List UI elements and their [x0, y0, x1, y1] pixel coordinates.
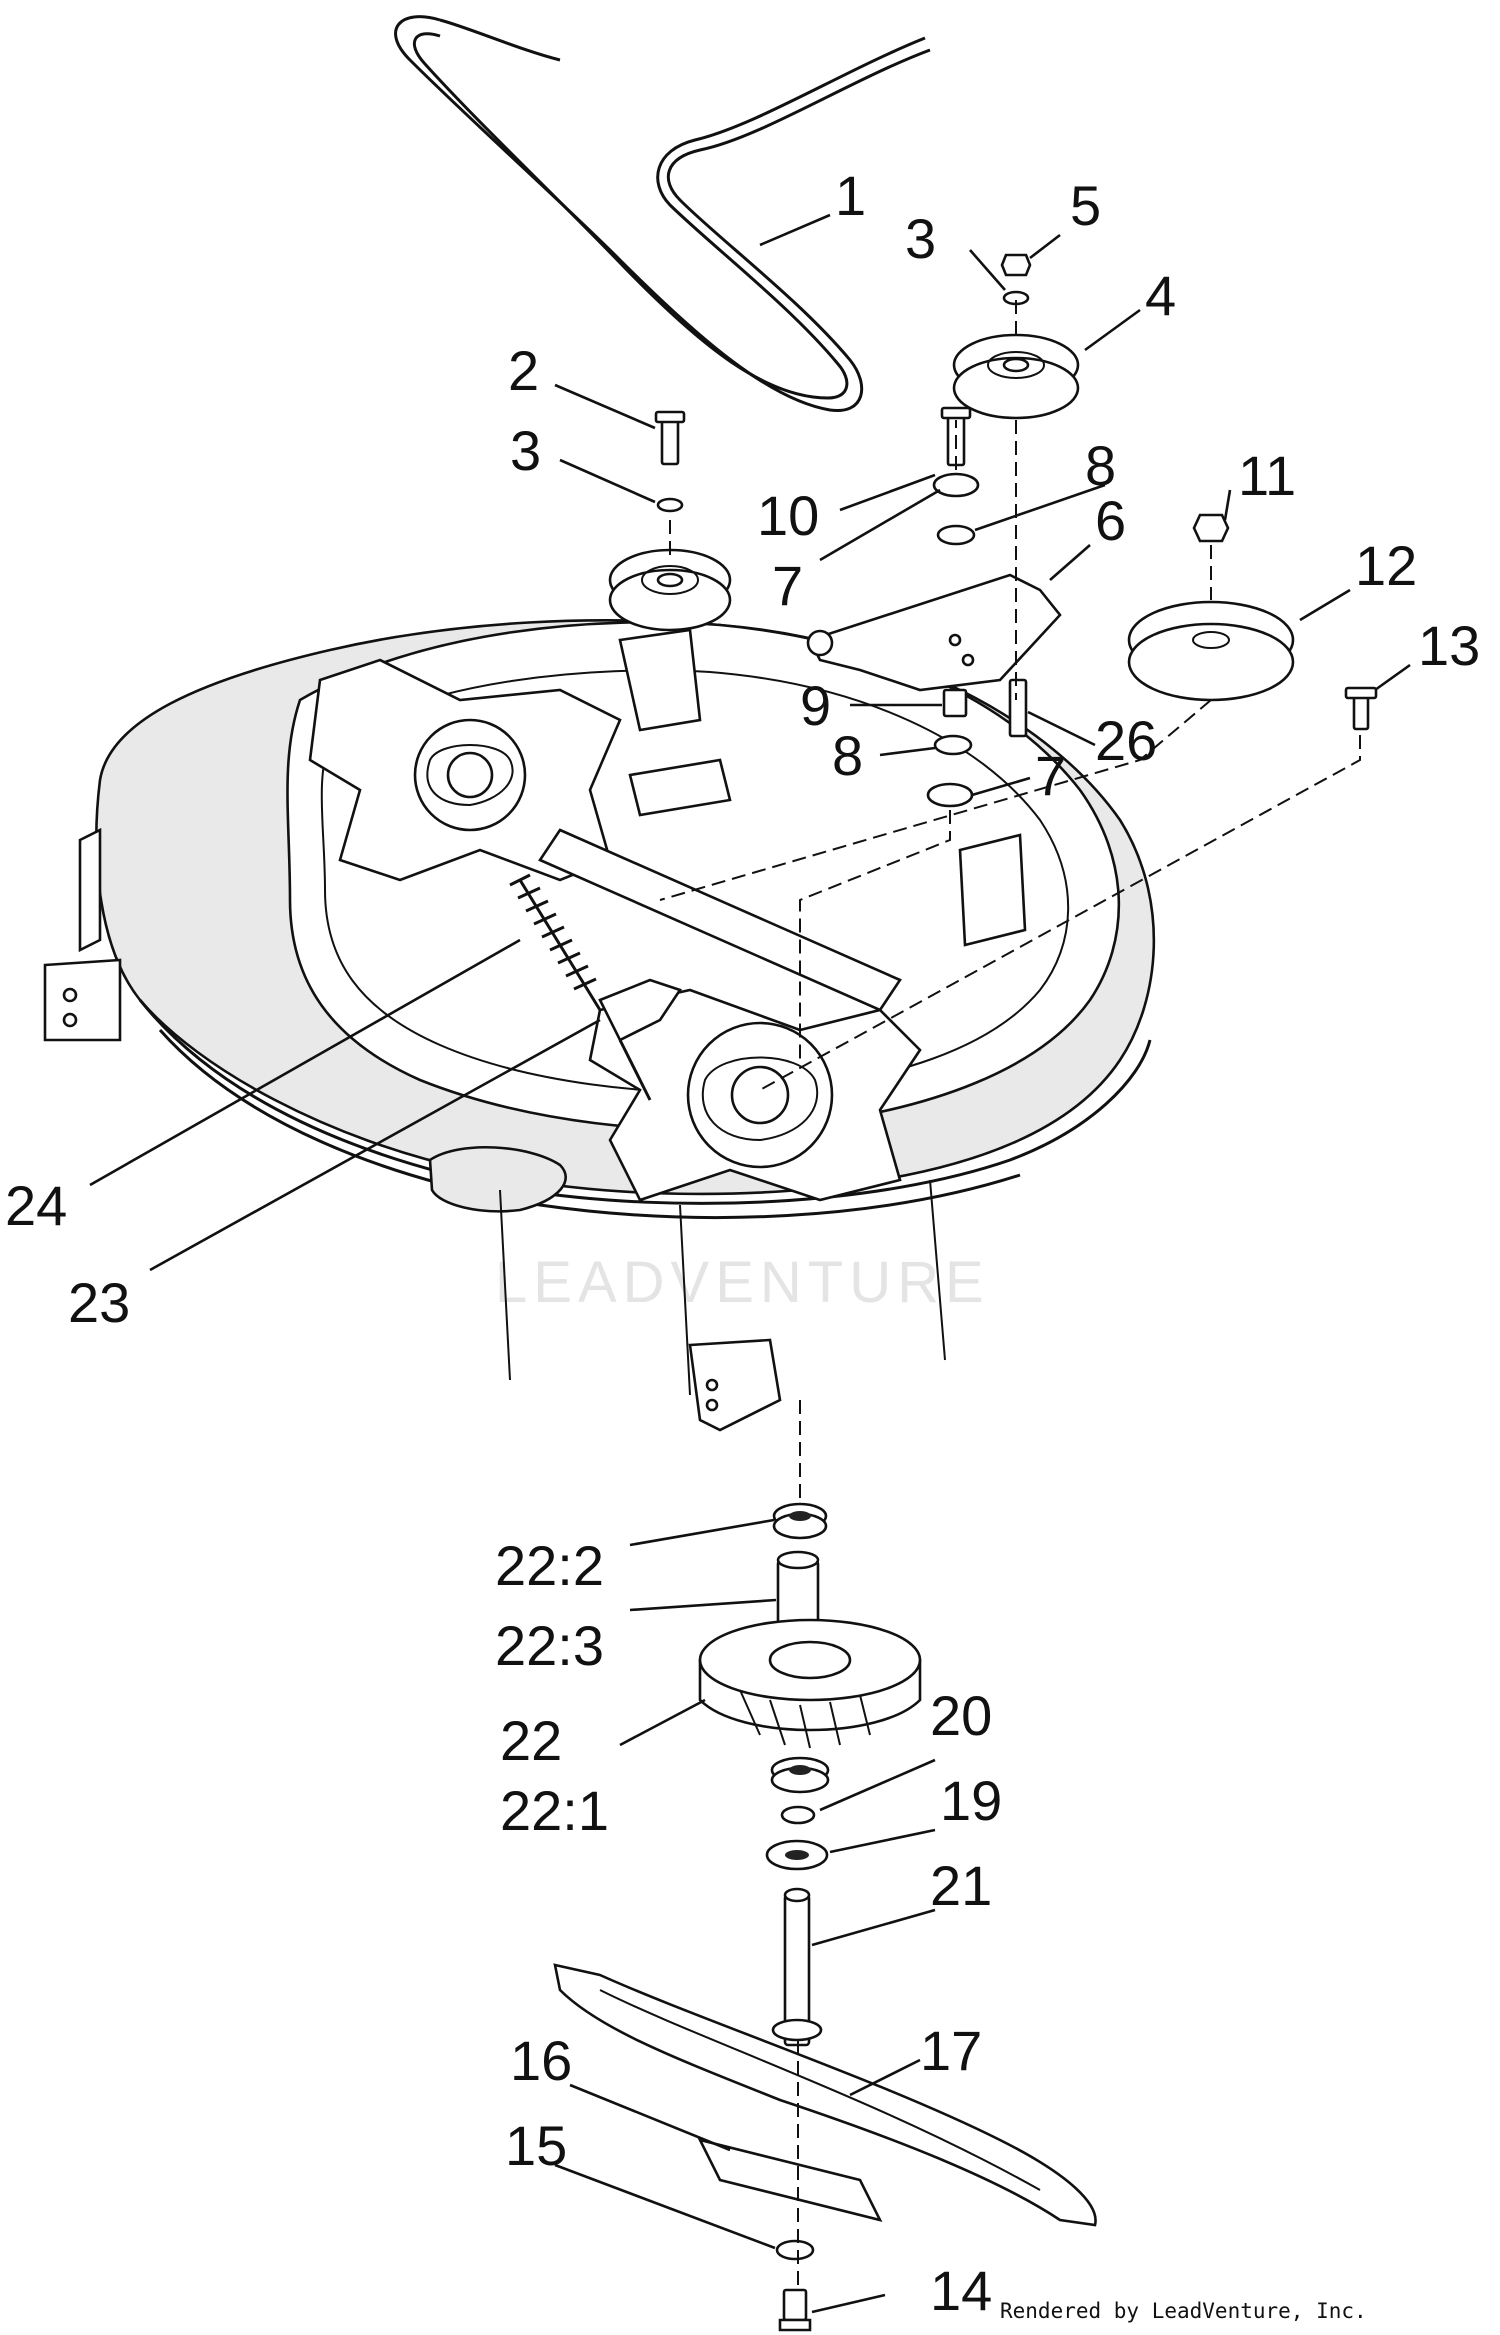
callout-17: 17: [920, 2019, 982, 2082]
callout-3-right: 3: [905, 207, 936, 270]
rendered-by-credit: Rendered by LeadVenture, Inc.: [1000, 2299, 1367, 2323]
callout-5: 5: [1070, 174, 1101, 237]
callout-7-upper: 7: [772, 554, 803, 617]
callout-2: 2: [508, 339, 539, 402]
callout-22-1: 22:1: [500, 1779, 609, 1842]
callout-11: 11: [1238, 444, 1296, 507]
spindle-assembly: [698, 1502, 922, 2047]
left-spindle-plate: [308, 658, 622, 882]
tension-rod: [598, 978, 683, 1101]
left-pulley-stack: [608, 410, 732, 632]
callout-3-left: 3: [510, 419, 541, 482]
stud-26: [1008, 678, 1028, 738]
callout-9: 9: [800, 674, 831, 737]
callout-22: 22: [500, 1709, 562, 1772]
bushing-9: [942, 688, 968, 718]
watermark: LEADVENTURE: [495, 1250, 990, 1315]
deck-bracket-mid: [628, 758, 732, 817]
callout-16: 16: [510, 2029, 572, 2092]
assembly-lines: [659, 300, 1361, 2290]
washer-8-upper: [936, 524, 976, 546]
callout-22-2: 22:2: [495, 1534, 604, 1597]
main-pulley-stack: [1127, 513, 1378, 731]
nut-11: [1192, 513, 1230, 543]
tension-spring: [509, 873, 602, 1011]
leader-lines: [89, 213, 1411, 2314]
blade-17: [553, 1963, 1097, 2227]
washer-15: [775, 2239, 815, 2261]
callout-23: 23: [68, 1271, 130, 1334]
callout-1: 1: [835, 164, 866, 227]
nut-5: [1000, 253, 1032, 277]
callout-21: 21: [930, 1854, 992, 1917]
spacer-7-lower: [926, 782, 974, 808]
callout-7-lower: 7: [1035, 744, 1066, 807]
bolt-13: [1352, 693, 1370, 731]
callout-8-lower: 8: [832, 724, 863, 787]
callout-19: 19: [940, 1769, 1002, 1832]
washer-3-left: [656, 497, 684, 513]
bolt-2: [660, 416, 680, 466]
deck-bracket-left: [618, 628, 702, 732]
callout-20: 20: [930, 1684, 992, 1747]
callout-22-3: 22:3: [495, 1614, 604, 1677]
callout-12: 12: [1355, 534, 1417, 597]
blade-bolt-14: [778, 2288, 812, 2332]
deck-bracket-right: [958, 833, 1027, 947]
spacer-7-upper: [932, 472, 980, 498]
blade-adapter-16: [697, 2138, 883, 2222]
washer-20: [780, 1805, 816, 1825]
callout-6: 6: [1095, 489, 1126, 552]
callout-13: 13: [1418, 614, 1480, 677]
drive-belt: [394, 15, 931, 412]
callout-8-upper: 8: [1085, 434, 1116, 497]
callout-10: 10: [757, 484, 819, 547]
callout-4: 4: [1145, 264, 1176, 327]
callout-15: 15: [505, 2114, 567, 2177]
deck-beam: [538, 828, 902, 1012]
callout-14: 14: [930, 2259, 992, 2322]
callout-labels: 1 2 3 3 4 5 6 7 7 8 8 9 10 11 12 13 14 1…: [5, 164, 1480, 2322]
washer-8-lower: [933, 734, 973, 756]
idler-arm: [806, 573, 1062, 692]
right-spindle-plate: [588, 988, 922, 1202]
callout-26: 26: [1095, 709, 1157, 772]
callout-24: 24: [5, 1174, 67, 1237]
